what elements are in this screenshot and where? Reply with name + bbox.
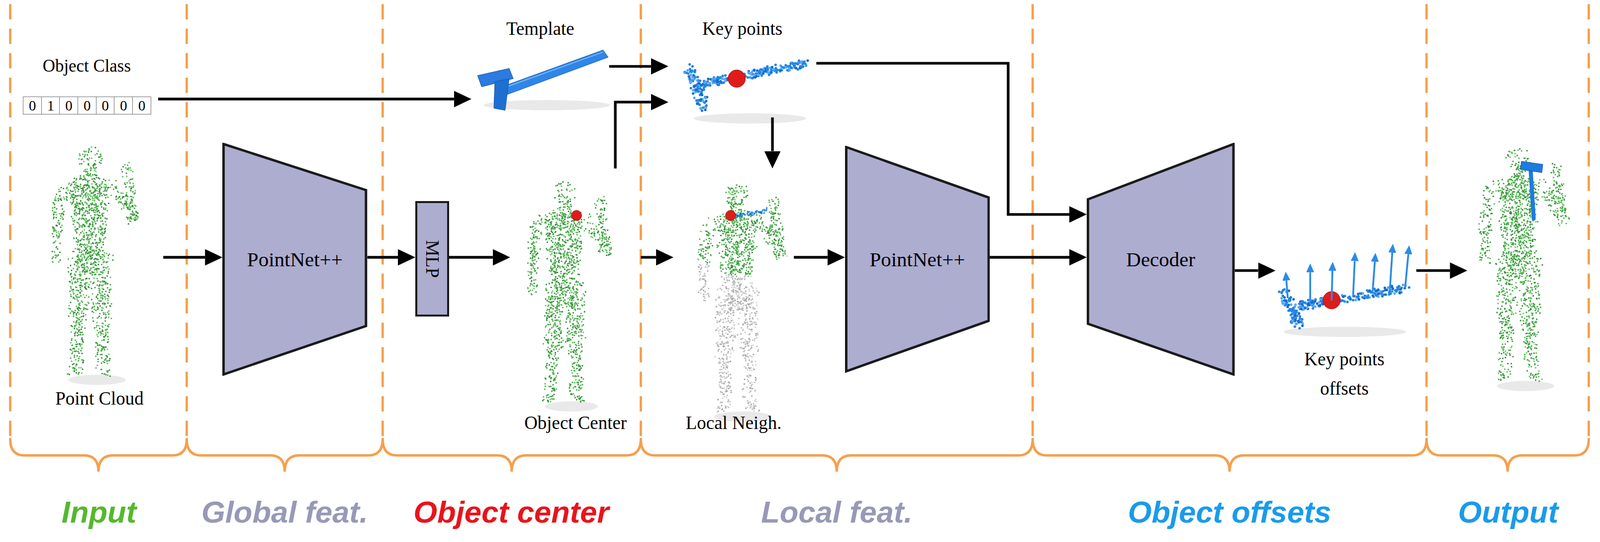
figure-canvas: Object Class0100000Point CloudPointNet++… — [0, 0, 1600, 542]
